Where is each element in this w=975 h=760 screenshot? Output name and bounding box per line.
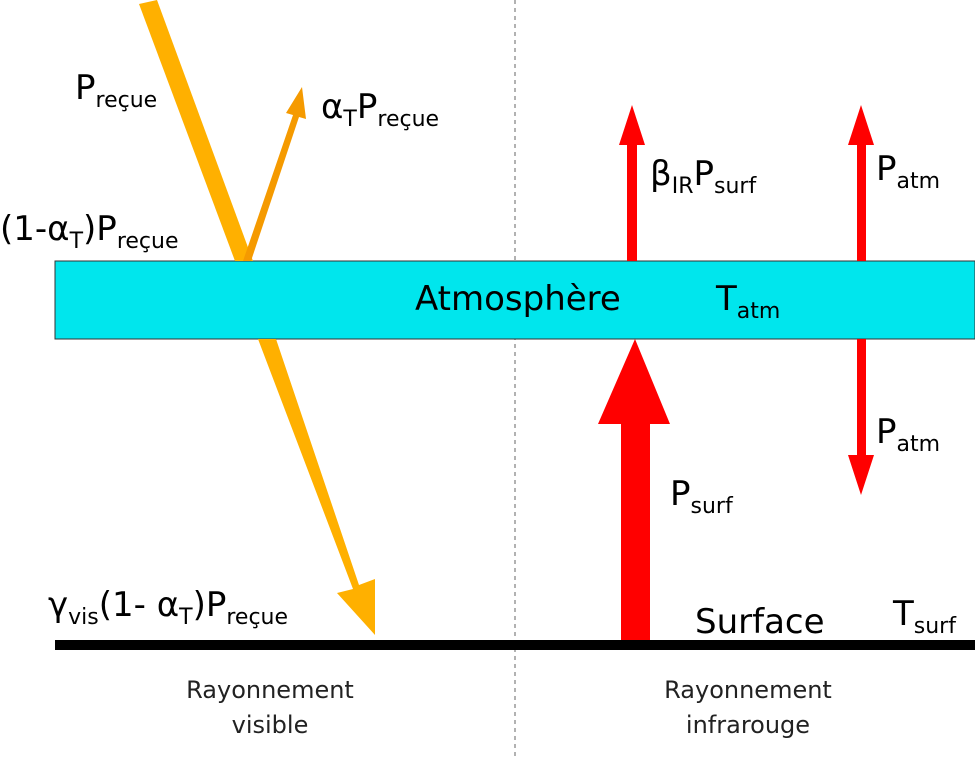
infrared-radiation-caption-line1: Rayonnement <box>664 676 832 704</box>
visible-radiation-caption-line2: visible <box>232 711 309 739</box>
surface-emission-label: Psurf <box>670 474 734 519</box>
atmosphere-temperature-label: Tatm <box>715 279 780 324</box>
incoming-power-label: Preçue <box>75 68 157 113</box>
surface-label: Surface <box>695 602 825 642</box>
atmosphere-label: Atmosphère <box>415 279 621 319</box>
atmosphere-band <box>54 260 975 340</box>
transmitted-infrared-label: βIRPsurf <box>650 154 757 199</box>
atmosphere-downward-emission-arrow <box>848 339 874 495</box>
reflected-sunlight-arrow <box>243 87 306 261</box>
absorbed-surface-power-label: γvis(1- αT)Preçue <box>48 585 288 630</box>
incoming-sunlight-arrow <box>139 0 253 261</box>
surface-temperature-label: Tsurf <box>892 594 957 639</box>
atmosphere-upward-label: Patm <box>876 149 940 194</box>
transmitted-power-label: (1-αT)Preçue <box>0 209 179 254</box>
transmitted-sunlight-arrow <box>258 339 375 635</box>
visible-radiation-caption-line1: Rayonnement <box>186 676 354 704</box>
reflected-power-label: αTPreçue <box>321 87 439 132</box>
atmosphere-downward-label: Patm <box>876 412 940 457</box>
infrared-radiation-caption-line2: infrarouge <box>686 711 810 739</box>
surface-emission-arrow <box>598 339 670 640</box>
atmosphere-upward-emission-arrow <box>848 105 874 261</box>
transmitted-infrared-arrow <box>619 105 645 261</box>
surface-line <box>55 640 975 650</box>
